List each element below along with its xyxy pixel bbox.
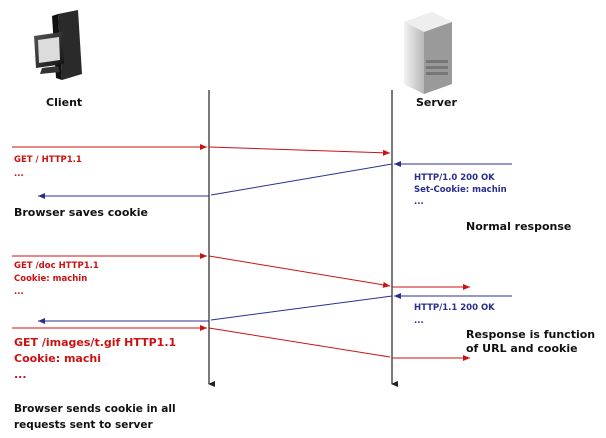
normal-response-note: Normal response: [466, 220, 571, 233]
request-1-line2: ...: [14, 169, 24, 179]
request-3-line1: GET /images/t.gif HTTP1.1: [14, 336, 176, 349]
response-2-line1: HTTP/1.1 200 OK: [414, 303, 495, 313]
request-2-transit: [208, 255, 391, 288]
request-3-line3: ...: [14, 368, 27, 381]
server-label: Server: [416, 96, 457, 109]
response-function-note-line1: Response is function: [466, 328, 595, 341]
request-3-line2: Cookie: machi: [14, 352, 101, 365]
browser-sends-cookie-note-line2: requests sent to server: [14, 419, 154, 431]
request-3-transit: [208, 327, 391, 358]
desktop-computer-icon: [34, 10, 82, 80]
response-function-note-line2: of URL and cookie: [466, 342, 578, 355]
request-2-line3: ...: [14, 287, 24, 297]
response-1-transit: [210, 163, 393, 196]
response-2-transit: [210, 295, 393, 321]
request-2-line1: GET /doc HTTP1.1: [14, 261, 99, 271]
response-1-line2: Set-Cookie: machin: [414, 185, 507, 195]
response-1-line1: HTTP/1.0 200 OK: [414, 173, 495, 183]
response-1-line3: ...: [414, 197, 424, 207]
request-2-line2: Cookie: machin: [14, 274, 87, 284]
client-label: Client: [46, 96, 82, 109]
response-2-line2: ...: [414, 316, 424, 326]
browser-saves-cookie-note: Browser saves cookie: [14, 206, 148, 219]
request-1-line1: GET / HTTP1.1: [14, 155, 82, 165]
browser-sends-cookie-note-line1: Browser sends cookie in all: [14, 403, 176, 415]
server-tower-icon: [404, 12, 452, 94]
request-1-transit: [208, 146, 391, 156]
